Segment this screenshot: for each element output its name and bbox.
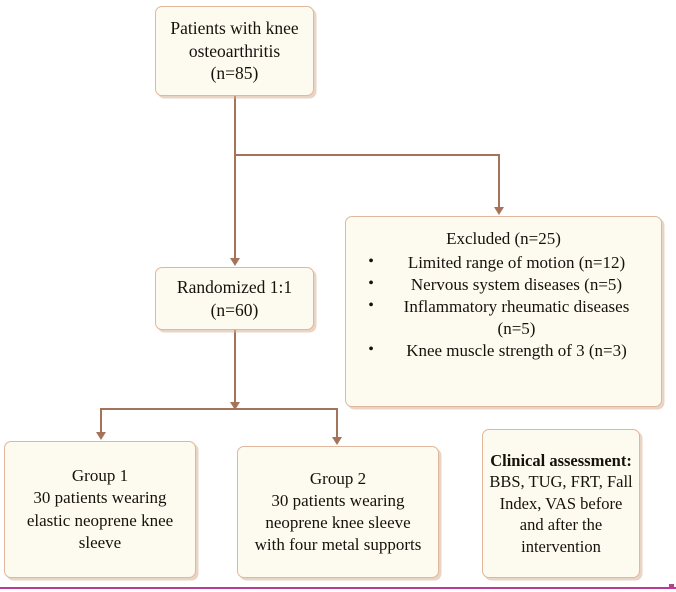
node-clinical-assessment: Clinical assessment: BBS, TUG, FRT, Fall…	[482, 429, 640, 578]
bullet-dot-icon: •	[368, 275, 374, 293]
node-group-2-line-4: with four metal supports	[254, 535, 422, 555]
page-bottom-rule-cap	[669, 584, 674, 589]
node-clinical-line-2: Index, VAS before	[499, 493, 623, 513]
node-excluded-heading: Excluded (n=25)	[446, 229, 561, 248]
arrowhead-into-randomized	[230, 258, 240, 266]
arrowhead-into-excluded	[494, 207, 504, 215]
node-excluded-bullet-1-text: Limited range of motion (n=12)	[407, 253, 626, 273]
arrowhead-split-junction	[230, 402, 240, 410]
node-source-line-1: Patients with knee	[170, 17, 299, 38]
node-source-line-2: osteoarthritis	[188, 40, 281, 61]
node-excluded-bullet-3: • Inflammatory rheumatic diseases (n=5)	[346, 296, 661, 340]
connector-split-bar	[100, 408, 338, 410]
node-group-2: Group 2 30 patients wearing neoprene kne…	[237, 446, 439, 578]
node-group-2-line-3: neoprene knee sleeve	[265, 513, 411, 532]
node-source-line-3: (n=85)	[210, 63, 259, 84]
node-group-1-line-1: Group 1	[71, 466, 129, 486]
connector-split-to-group1	[100, 408, 102, 434]
node-excluded-bullet-4-text: Knee muscle strength of 3 (n=3)	[406, 341, 627, 361]
connector-to-excluded-vertical	[498, 154, 500, 208]
node-clinical-line-1: BBS, TUG, FRT, Fall	[489, 472, 633, 492]
node-group-2-line-1: Group 2	[309, 468, 367, 488]
page-bottom-rule	[0, 587, 676, 589]
node-clinical-heading: Clinical assessment:	[490, 450, 632, 470]
node-group-1-line-2: 30 patients wearing	[33, 488, 167, 508]
node-randomized: Randomized 1:1 (n=60)	[155, 267, 314, 330]
arrowhead-into-group1	[96, 432, 106, 440]
node-randomized-line-1: Randomized 1:1	[176, 276, 293, 297]
bullet-dot-icon: •	[368, 297, 374, 315]
node-clinical-line-3: and after the	[519, 515, 603, 535]
connector-to-excluded-horizontal	[234, 154, 499, 156]
connector-source-to-randomized	[234, 96, 236, 259]
bullet-dot-icon: •	[368, 253, 374, 271]
node-group-1-line-4: sleeve	[78, 532, 122, 552]
node-excluded-bullet-4: • Knee muscle strength of 3 (n=3)	[346, 340, 661, 362]
node-excluded: Excluded (n=25) • Limited range of motio…	[345, 216, 662, 407]
node-group-1-line-3: elastic neoprene knee	[26, 510, 174, 530]
node-clinical-line-4: intervention	[521, 536, 601, 556]
connector-randomized-to-split	[234, 330, 236, 408]
connector-split-to-group2	[336, 408, 338, 439]
node-group-2-line-2: 30 patients wearing	[271, 490, 405, 510]
arrowhead-into-group2	[332, 437, 342, 445]
node-excluded-bullet-3-text: Inflammatory rheumatic diseases (n=5)	[382, 296, 651, 340]
node-source-population: Patients with knee osteoarthritis (n=85)	[155, 6, 314, 96]
node-excluded-bullet-2-text: Nervous system diseases (n=5)	[410, 275, 623, 295]
node-randomized-line-2: (n=60)	[210, 299, 259, 320]
node-excluded-bullet-2: • Nervous system diseases (n=5)	[346, 274, 661, 296]
node-excluded-bullet-3-line-2: (n=5)	[497, 319, 536, 339]
bullet-dot-icon: •	[368, 341, 374, 359]
node-excluded-bullet-3-line-1: Inflammatory rheumatic diseases	[403, 297, 630, 317]
node-excluded-bullet-1: • Limited range of motion (n=12)	[346, 252, 661, 274]
node-group-1: Group 1 30 patients wearing elastic neop…	[4, 441, 196, 578]
